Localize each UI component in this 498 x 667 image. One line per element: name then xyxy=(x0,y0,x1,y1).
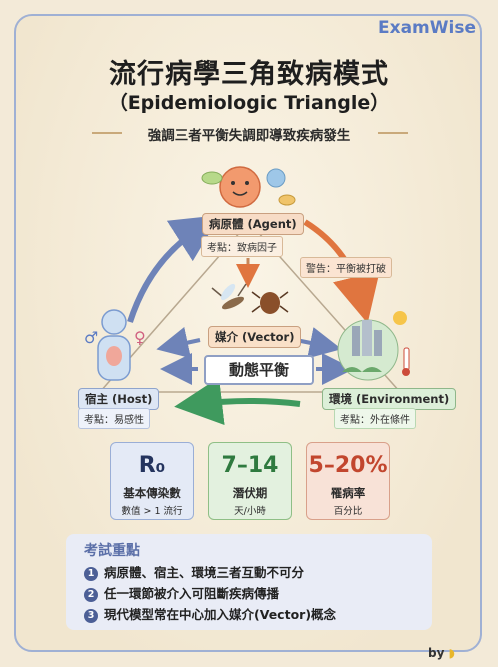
agent-note: 考點：致病因子 xyxy=(201,236,283,257)
divider-right xyxy=(378,132,408,134)
vector-label: 媒介 (Vector) xyxy=(208,326,302,348)
tick-icon xyxy=(251,291,289,314)
triangle-outline xyxy=(98,220,402,393)
svg-text:♀: ♀ xyxy=(134,328,146,347)
tagline: 強調三者平衡失調即導致疾病發生 xyxy=(147,128,351,144)
exam-point-item: 2 任一環節被介入可阻斷疾病傳播 xyxy=(84,583,279,602)
stat-incubation-label: 潛伏期 xyxy=(232,486,268,500)
number-badge-icon: 1 xyxy=(84,567,98,581)
dynamic-balance-label: 動態平衡 xyxy=(204,355,314,385)
stat-attack-rate: 5–20% 罹病率 百分比 xyxy=(306,442,390,520)
stat-incubation: 7–14 潛伏期 天/小時 xyxy=(208,442,292,520)
env-to-host-arrow xyxy=(174,377,301,426)
exam-point-text: 病原體、宿主、環境三者互動不可分 xyxy=(104,565,305,580)
exam-points-panel: 考試重點 1 病原體、宿主、環境三者互動不可分 2 任一環節被介入可阻斷疾病傳播 3… xyxy=(66,534,432,630)
mosquito-icon xyxy=(211,283,247,310)
svg-text:♂: ♂ xyxy=(84,328,98,347)
stat-r0-sub: 數值 > 1 流行 xyxy=(121,506,183,517)
stat-attack-rate-label: 罹病率 xyxy=(330,486,366,500)
exam-point-text: 現代模型常在中心加入媒介(Vector)概念 xyxy=(104,607,337,622)
stat-attack-rate-value: 5–20% xyxy=(308,453,388,478)
host-note: 考點：易感性 xyxy=(78,408,150,429)
exam-point-item: 1 病原體、宿主、環境三者互動不可分 xyxy=(84,562,304,581)
stat-incubation-value: 7–14 xyxy=(221,453,279,478)
footer-by-text: by xyxy=(428,646,445,660)
agent-to-env-arrow xyxy=(303,219,380,324)
stat-r0-label: 基本傳染數 xyxy=(123,486,181,500)
environment-label: 環境 (Environment) xyxy=(322,388,457,410)
host-to-agent-arrow xyxy=(127,215,221,323)
vector-host-arrow xyxy=(156,327,201,359)
host-label: 宿主 (Host) xyxy=(78,388,160,410)
number-badge-icon: 2 xyxy=(84,588,98,602)
banana-icon: ◗ xyxy=(448,646,455,660)
warning-note: 警告：平衡被打破 xyxy=(300,257,392,278)
exam-point-item: 3 現代模型常在中心加入媒介(Vector)概念 xyxy=(84,604,336,623)
stat-r0-value: R₀ xyxy=(138,453,166,478)
environment-note: 考點：外在條件 xyxy=(334,408,416,429)
stat-r0: R₀ 基本傳染數 數值 > 1 流行 xyxy=(110,442,194,520)
human-body-icon: ♂ ♀ xyxy=(84,309,146,381)
brand-logo: ExamWise xyxy=(378,18,476,38)
page-subtitle: （Epidemiologic Triangle） xyxy=(108,92,390,114)
city-environment-icon xyxy=(337,311,410,381)
stat-attack-rate-sub: 百分比 xyxy=(333,506,363,517)
footer-by: by ◗ xyxy=(428,646,455,660)
exam-points-title: 考試重點 xyxy=(84,543,140,559)
divider-left xyxy=(92,132,122,134)
agent-label: 病原體 (Agent) xyxy=(202,213,304,235)
number-badge-icon: 3 xyxy=(84,609,98,623)
germ-icon xyxy=(201,166,296,208)
page-title: 流行病學三角致病模式 xyxy=(109,59,389,90)
exam-point-text: 任一環節被介入可阻斷疾病傳播 xyxy=(104,586,280,601)
stat-incubation-sub: 天/小時 xyxy=(234,506,266,517)
